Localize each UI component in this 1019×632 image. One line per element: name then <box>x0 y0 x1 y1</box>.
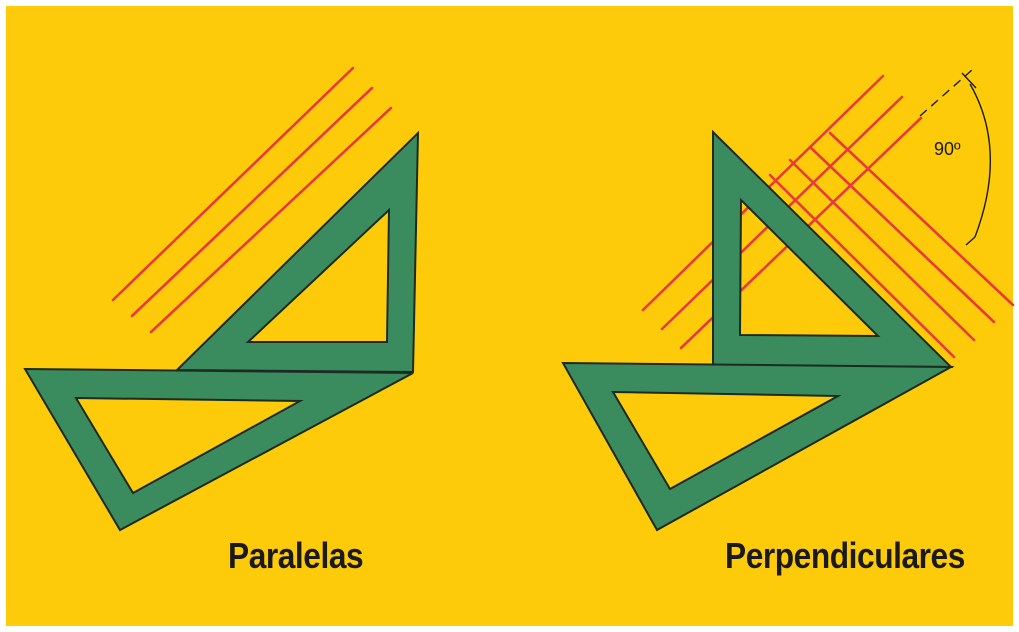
caption-perpendicular: Perpendiculares <box>725 538 965 574</box>
caption-parallel: Paralelas <box>228 538 363 574</box>
angle-label: 90º <box>934 139 961 159</box>
